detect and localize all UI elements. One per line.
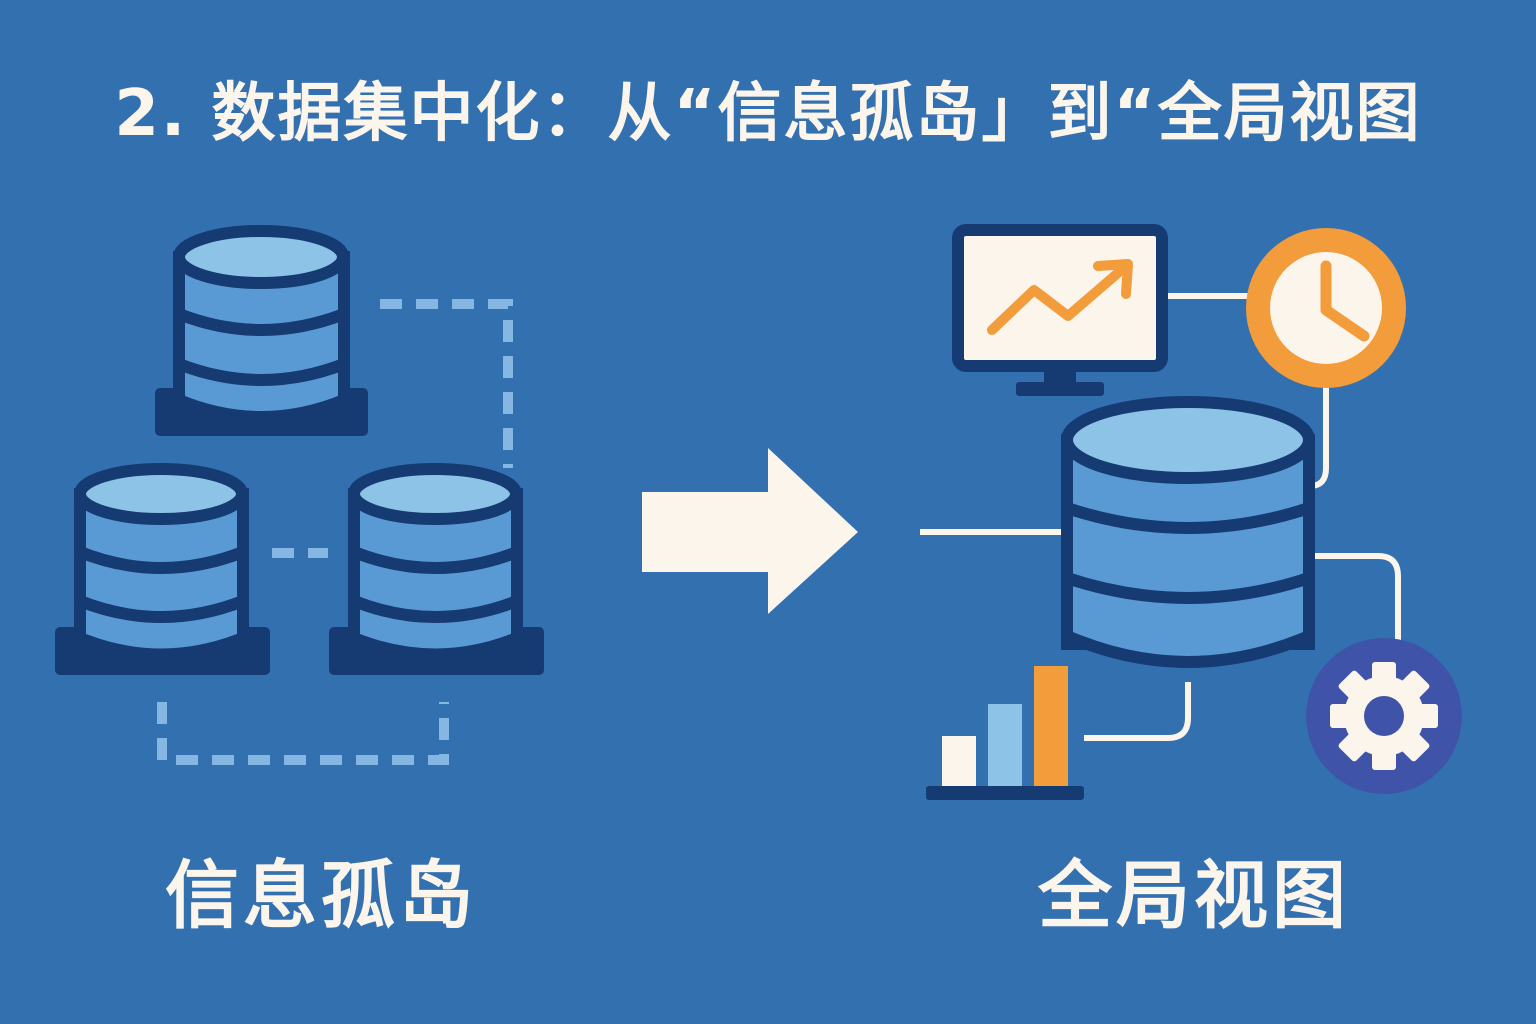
gear-icon	[1306, 638, 1462, 794]
database-icon-central	[1061, 396, 1315, 668]
clock-pie-icon	[1246, 228, 1406, 388]
database-icon-right	[329, 463, 544, 675]
arrow-right-icon	[642, 448, 858, 614]
monitor-chart-icon	[952, 224, 1168, 396]
bar-chart-icon	[926, 666, 1084, 800]
info-island-label: 信息孤岛	[165, 853, 477, 939]
database-icon-top	[155, 225, 368, 436]
database-icon-left	[55, 463, 270, 675]
global-view-label: 全局视图	[1038, 853, 1350, 939]
dashed-connectors	[157, 299, 513, 765]
page-title: 2. 数据集中化：从“信息孤岛」到“全局视图	[114, 77, 1422, 151]
